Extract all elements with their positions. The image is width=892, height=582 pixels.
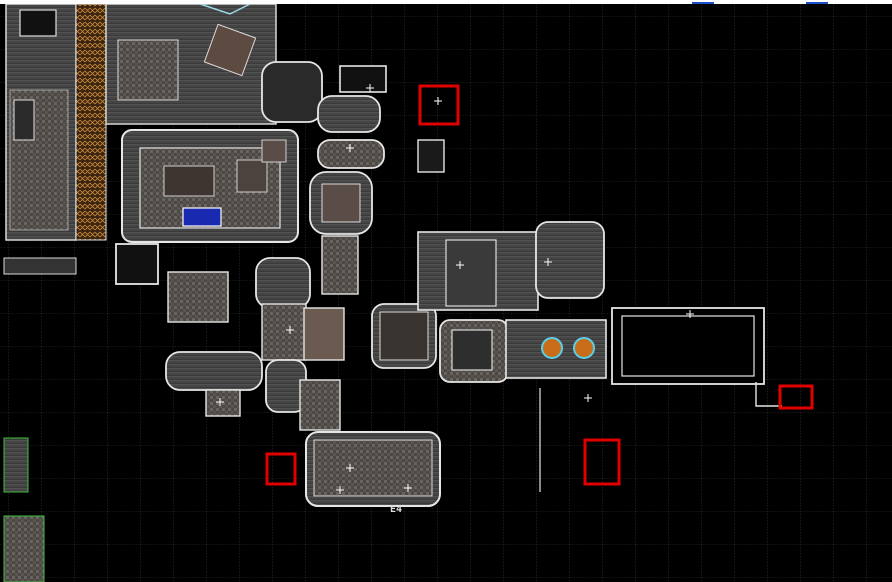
- toolbar-tab-indicator[interactable]: [692, 0, 714, 4]
- highlight-marker-southwest: [265, 452, 297, 486]
- highlight-marker-south: [583, 438, 621, 486]
- highlight-markers: [265, 84, 814, 486]
- thing-marker-icon: [584, 394, 592, 402]
- west-cluster: [115, 235, 437, 431]
- thing-marker-icon: [456, 261, 464, 269]
- thing-marker-icon: [544, 258, 552, 266]
- thing-marker-icon: [336, 486, 344, 494]
- thing-marker-icon: [346, 144, 354, 152]
- thing-marker-icon: [686, 310, 694, 318]
- toolbar-tab-indicator[interactable]: [806, 0, 828, 4]
- thing-markers: [216, 84, 694, 494]
- thing-marker-icon: [346, 464, 354, 472]
- room-tag-text: E4: [390, 504, 402, 515]
- sw-block: [3, 515, 45, 582]
- east-cluster: [417, 221, 782, 492]
- nw-complex: [3, 3, 277, 275]
- central-keep: [121, 129, 299, 243]
- highlight-marker-north: [418, 84, 460, 126]
- south-hall: E4: [305, 431, 441, 515]
- sw-strip: [3, 437, 29, 493]
- thing-marker-icon: [434, 97, 442, 105]
- thing-marker-icon: [404, 484, 412, 492]
- highlight-marker-east: [778, 384, 814, 410]
- thing-marker-icon: [286, 326, 294, 334]
- window-top-edge: [0, 0, 892, 4]
- east-long-room: [611, 307, 765, 385]
- keep-pool: [182, 207, 222, 227]
- north-rooms: [261, 61, 445, 235]
- thing-marker-icon: [216, 398, 224, 406]
- brick-corridor: [75, 3, 107, 241]
- thing-marker-icon: [366, 84, 374, 92]
